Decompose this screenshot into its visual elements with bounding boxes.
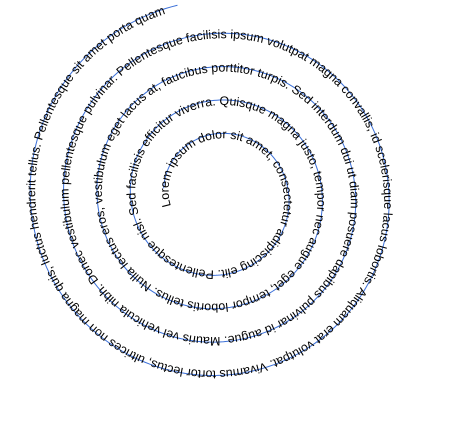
- spiral-guide-line: [29, 4, 390, 376]
- spiral-text-content: Lorem ipsum dolor sit amet, consectetur …: [24, 3, 395, 381]
- spiral-text: Lorem ipsum dolor sit amet, consectetur …: [24, 3, 395, 381]
